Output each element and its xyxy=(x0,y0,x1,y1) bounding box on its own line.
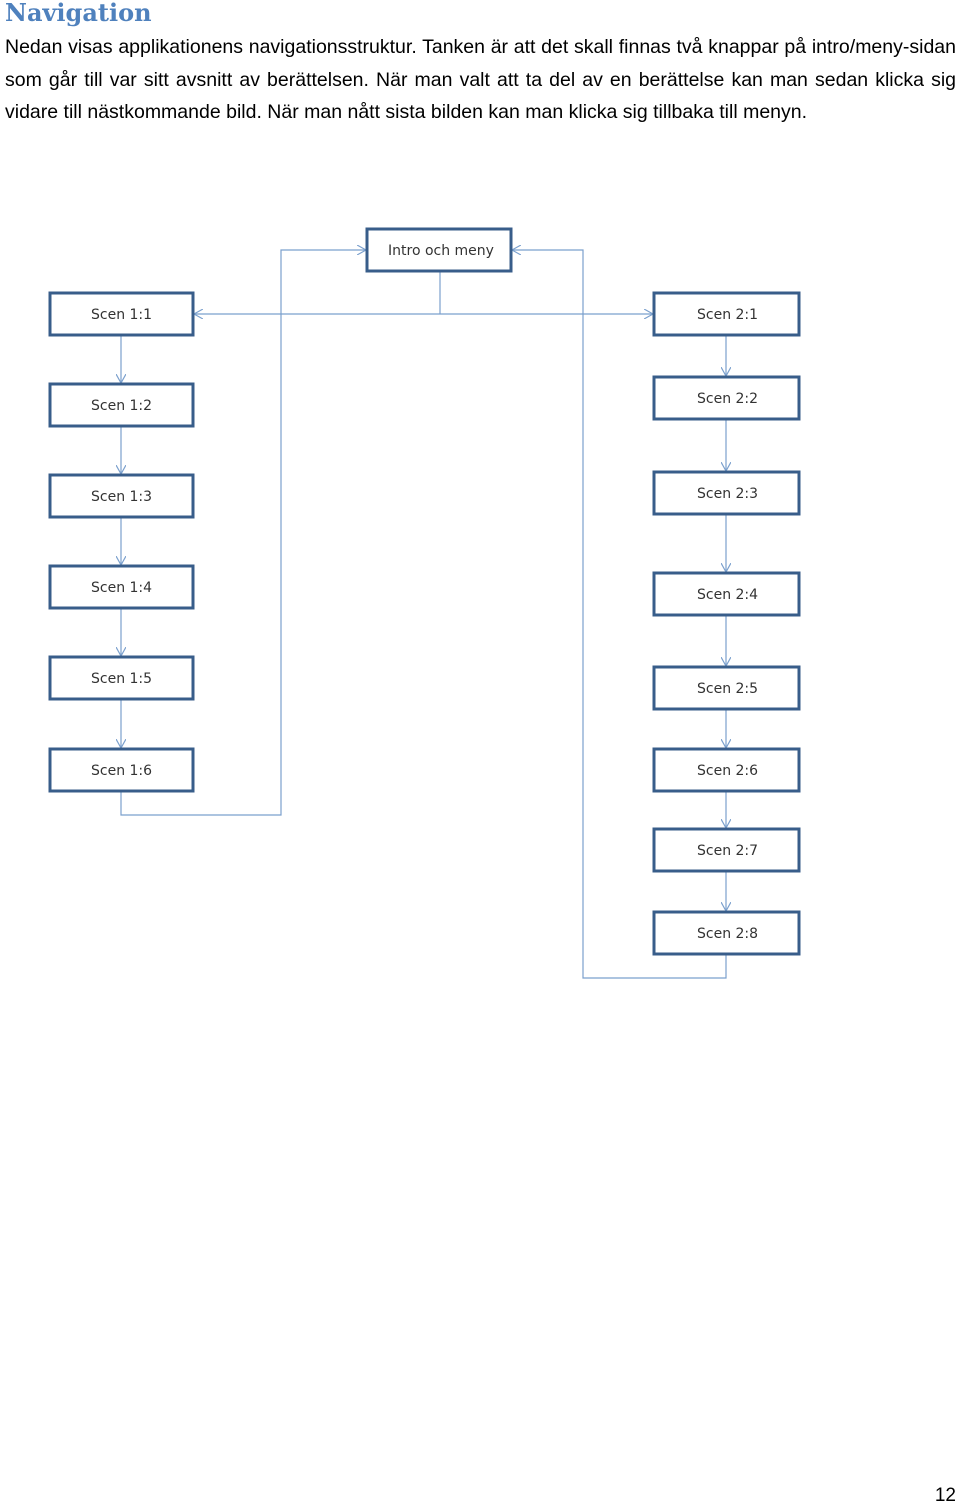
node-scen-1-3: Scen 1:3 xyxy=(48,473,195,519)
node-scen-1-2: Scen 1:2 xyxy=(48,382,195,428)
node-scen-2-5-label: Scen 2:5 xyxy=(697,681,758,697)
node-scen-2-2: Scen 2:2 xyxy=(652,375,801,421)
node-scen-1-1-box xyxy=(48,291,195,337)
node-scen-2-3-label: Scen 2:3 xyxy=(697,486,758,502)
node-scen-2-1-label: Scen 2:1 xyxy=(697,307,758,323)
node-scen-2-7-box xyxy=(652,827,801,873)
node-scen-2-6-box xyxy=(652,747,801,793)
node-scen-2-2-box xyxy=(652,375,801,421)
node-scen-2-8-label: Scen 2:8 xyxy=(697,926,758,942)
node-scen-2-7-label: Scen 2:7 xyxy=(697,843,758,859)
node-scen-1-6-box xyxy=(48,747,195,793)
node-scen-2-4-box xyxy=(652,571,801,617)
node-scen-2-1: Scen 2:1 xyxy=(652,291,801,337)
node-intro-och-meny-box xyxy=(365,227,513,273)
node-scen-2-4: Scen 2:4 xyxy=(652,571,801,617)
node-scen-1-5-box xyxy=(48,655,195,701)
node-scen-2-3: Scen 2:3 xyxy=(652,470,801,516)
node-scen-2-6: Scen 2:6 xyxy=(652,747,801,793)
node-scen-1-6-label: Scen 1:6 xyxy=(91,763,152,779)
connector-scen-2-8-back-to-menu xyxy=(512,250,727,979)
section-heading: Navigation xyxy=(5,0,152,27)
node-scen-1-2-box xyxy=(48,382,195,428)
node-scen-2-2-label: Scen 2:2 xyxy=(697,391,758,407)
node-scen-2-5-box xyxy=(652,665,801,711)
node-scen-1-2-label: Scen 1:2 xyxy=(91,398,152,414)
node-scen-1-5-label: Scen 1:5 xyxy=(91,671,152,687)
node-scen-1-1-label: Scen 1:1 xyxy=(91,307,152,323)
node-scen-2-8: Scen 2:8 xyxy=(652,910,801,956)
node-scen-1-6: Scen 1:6 xyxy=(48,747,195,793)
node-scen-2-7: Scen 2:7 xyxy=(652,827,801,873)
connector-lines xyxy=(120,250,727,979)
node-scen-2-5: Scen 2:5 xyxy=(652,665,801,711)
node-scen-1-4-label: Scen 1:4 xyxy=(91,580,152,596)
node-scen-1-3-box xyxy=(48,473,195,519)
node-scen-1-5: Scen 1:5 xyxy=(48,655,195,701)
node-scen-1-4-box xyxy=(48,564,195,610)
node-scen-2-3-box xyxy=(652,470,801,516)
node-scen-2-1-box xyxy=(652,291,801,337)
node-intro-och-meny: Intro och meny xyxy=(365,227,513,273)
node-scen-2-4-label: Scen 2:4 xyxy=(697,587,758,603)
node-scen-2-8-box xyxy=(652,910,801,956)
node-scen-2-6-label: Scen 2:6 xyxy=(697,763,758,779)
intro-paragraph: Nedan visas applikationens navigationsst… xyxy=(5,36,956,124)
node-scen-1-3-label: Scen 1:3 xyxy=(91,489,152,505)
node-scen-1-4: Scen 1:4 xyxy=(48,564,195,610)
node-intro-och-meny-label: Intro och meny xyxy=(388,243,494,259)
node-scen-1-1: Scen 1:1 xyxy=(48,291,195,337)
connector-scen-1-6-back-to-menu xyxy=(120,250,366,816)
page-number: 12 xyxy=(934,1485,956,1506)
